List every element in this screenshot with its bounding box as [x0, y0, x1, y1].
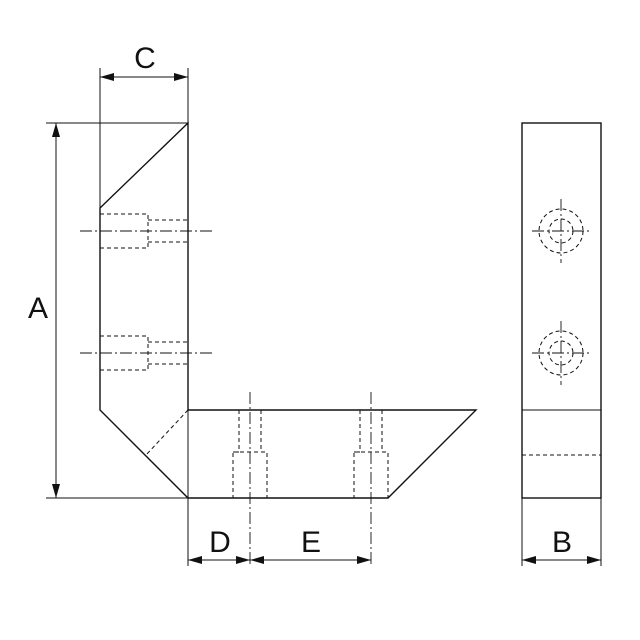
lower-side-hole: [80, 335, 212, 371]
dimension-b: B: [521, 498, 602, 566]
dimension-c: C: [99, 42, 189, 208]
side-view: [521, 122, 602, 499]
dimension-e: E: [250, 526, 371, 564]
front-view: [80, 121, 478, 566]
side-hole-lower: [532, 321, 590, 385]
base-hole-right: [353, 392, 389, 566]
inner-corner-chamfer-hidden: [145, 409, 189, 456]
dimension-label-b: B: [552, 526, 572, 559]
dimension-a: A: [28, 122, 188, 499]
dimension-d: D: [187, 498, 250, 566]
dimension-label-c: C: [134, 42, 156, 75]
base-hole-left: [232, 392, 268, 566]
side-hole-upper: [532, 199, 590, 263]
dimension-label-e: E: [301, 526, 321, 559]
dimension-label-a: A: [28, 292, 48, 325]
dimension-label-d: D: [209, 526, 231, 559]
side-view-outline: [521, 122, 602, 499]
upper-side-hole: [80, 213, 212, 249]
bracket-outline: [99, 121, 478, 499]
